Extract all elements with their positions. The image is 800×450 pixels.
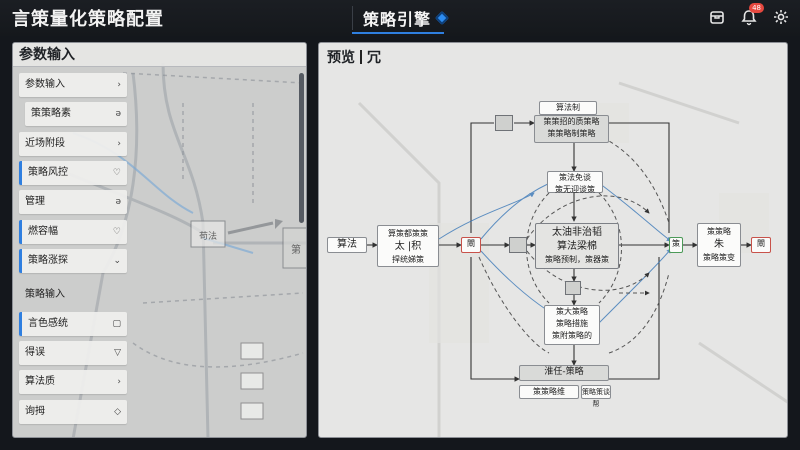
node-label: 策 (672, 239, 680, 248)
node-label: 算法梁棉 (557, 241, 597, 252)
app-title: 言策量化策略配置 (12, 9, 164, 30)
top-icons: 48 (708, 3, 790, 26)
flow-gate-top[interactable] (495, 115, 513, 131)
menu-label: 询拇 (25, 406, 45, 417)
node-label: 算策都策策 (388, 229, 428, 238)
menu-label: 策略输入 (25, 289, 65, 300)
menu-item-capacity[interactable]: 燃容幅 ♡ (19, 220, 127, 244)
notification-badge: 48 (749, 3, 764, 13)
flow-node-bottom[interactable]: 策策略维 (519, 385, 579, 399)
tab-strategy-engine[interactable]: 策略引擎 (352, 6, 450, 30)
node-label: 策略措施 (556, 319, 588, 328)
node-label: 算法 (337, 239, 357, 250)
bell-icon[interactable]: 48 (740, 3, 764, 26)
node-label: 策策略维 (533, 387, 565, 396)
chevron-down-icon: ⌄ (113, 256, 121, 266)
flow-node-top[interactable]: 策策招的质策略 策策略制策略 (534, 115, 609, 143)
node-label: 策大策略 (556, 307, 588, 316)
node-label: 捍统娣策 (392, 255, 424, 264)
preview-title: 预览冗 (327, 47, 381, 67)
triangle-down-icon: ▽ (114, 348, 121, 358)
menu-label: 燃容幅 (28, 226, 58, 237)
menu-item-query[interactable]: 询拇 ◇ (19, 400, 127, 424)
node-label: 策法免谈 (559, 173, 591, 182)
menu-item-strategy-elements[interactable]: 策策略素 ǝ (25, 102, 127, 126)
node-label: 策略策变 (703, 253, 735, 262)
box-icon: ▢ (112, 319, 121, 329)
active-tab-indicator (352, 32, 444, 34)
node-label: 策无迎谈策 (555, 185, 595, 194)
menu-label: 得误 (25, 347, 45, 358)
node-label: 策略策谈帮 (582, 388, 610, 408)
diamond-outline-icon: ◇ (114, 407, 121, 417)
node-label: 策策略 (707, 227, 731, 236)
flow-node-top-title[interactable]: 算法制 (539, 101, 597, 115)
panel-scrollbar[interactable] (299, 73, 304, 223)
flow-node-merge[interactable]: 策 (669, 237, 683, 253)
node-label: 算法制 (556, 103, 580, 112)
menu-item-algo-quality[interactable]: 算法质 › (19, 370, 127, 394)
menu-item-management[interactable]: 管理 ǝ (19, 190, 127, 214)
package-icon[interactable] (708, 8, 726, 26)
menu-item-near-field[interactable]: 近场附段 › (19, 132, 127, 156)
chevron-right-icon: › (117, 377, 121, 387)
node-label: 策策略制策略 (547, 129, 596, 138)
menu-label: 言色感统 (28, 318, 68, 329)
flow-node-bottom-2[interactable]: 策略策谈帮 (581, 385, 611, 408)
menu-item-strategy-risk[interactable]: 策略风控 ♡ (19, 161, 127, 185)
flow-node-center[interactable]: 太油非治韬 算法梁棉 策略预制，策器策 (535, 223, 619, 269)
heart-icon: ♡ (112, 227, 121, 237)
node-label: 策略预制，策器策 (545, 255, 609, 264)
flow-node-split[interactable]: 閘 (461, 237, 481, 253)
curl-icon: ǝ (115, 197, 121, 207)
menu-label: 策策略素 (31, 108, 71, 119)
menu-item-param-input[interactable]: 参数输入 › (19, 73, 127, 97)
menu-item-strategy-input[interactable]: 策略输入 (19, 283, 127, 307)
chevron-right-icon: › (117, 80, 121, 90)
node-label: 閘 (757, 239, 765, 248)
menu-item-strategy-explore[interactable]: 策略涨探 ⌄ (19, 249, 127, 273)
top-bar: 言策量化策略配置 策略引擎 48 (0, 0, 800, 36)
node-label: 策策招的质策略 (543, 117, 600, 126)
title-separator (360, 50, 362, 64)
parameter-menu: 参数输入 › 策策略素 ǝ 近场附段 › 策略风控 ♡ 管理 ǝ 燃容幅 ♡ 策略涨探 ⌄ 策… (19, 73, 127, 429)
flow-node-upper-mid[interactable]: 策法免谈 策无迎谈策 (547, 171, 603, 194)
flow-gate-lower[interactable] (565, 281, 581, 295)
sketch-node-1: 苟法 (199, 230, 217, 242)
menu-item-color-system[interactable]: 言色感统 ▢ (19, 312, 127, 336)
node-label: 太油非治韬 (552, 227, 602, 238)
flow-node-right[interactable]: 策策略 朱 策略策变 (697, 223, 741, 267)
gear-icon[interactable] (772, 8, 790, 26)
sketch-node-2: 第 (291, 243, 301, 256)
preview-title-text: 预览 (327, 50, 355, 66)
preview-title-suffix: 冗 (367, 50, 381, 66)
preview-panel: 预览冗 (318, 42, 788, 438)
parameter-input-panel: 苟法 第 参数输入 参数输入 › 策策略素 ǝ 近场附段 › 策略风控 ♡ 管理 ǝ 燃容… (12, 42, 307, 438)
menu-label: 策略涨探 (28, 255, 68, 266)
heart-icon: ♡ (112, 168, 121, 178)
engine-tab-label: 策略引擎 (363, 10, 432, 29)
flow-node-algo-partial[interactable]: 算法 (327, 237, 367, 253)
flow-node-lower[interactable]: 策大策略 策略措施 策附策略的 (544, 305, 600, 345)
panel-title: 参数输入 (13, 43, 306, 67)
node-label: 太 |积 (394, 241, 422, 252)
menu-item-error[interactable]: 得误 ▽ (19, 341, 127, 365)
menu-label: 算法质 (25, 376, 55, 387)
flow-node-source[interactable]: 算策都策策 太 |积 捍统娣策 (377, 225, 439, 267)
node-label: 策附策略的 (552, 331, 592, 340)
curl-icon: ǝ (115, 109, 121, 119)
menu-label: 策略风控 (28, 167, 68, 178)
menu-label: 管理 (25, 196, 45, 207)
chevron-right-icon: › (117, 139, 121, 149)
menu-label: 近场附段 (25, 138, 65, 149)
menu-label: 参数输入 (25, 79, 65, 90)
node-label: 朱 (714, 239, 724, 250)
flow-node-bottom-tag[interactable]: 淮任-策略 (519, 365, 609, 381)
flow-gate-mid[interactable] (509, 237, 527, 253)
node-label: 閘 (467, 239, 475, 248)
diamond-icon (434, 10, 450, 26)
node-label: 淮任-策略 (544, 367, 584, 377)
flow-node-final[interactable]: 閘 (751, 237, 771, 253)
